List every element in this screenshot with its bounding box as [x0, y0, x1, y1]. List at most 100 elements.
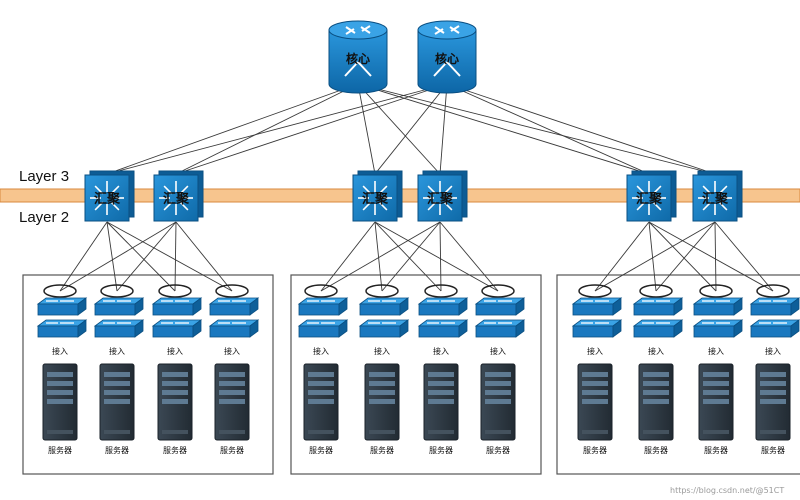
- access-switch-stack: 接入: [358, 284, 410, 356]
- access-label: 接入: [587, 346, 603, 356]
- agg-access-link: [374, 221, 442, 292]
- stack-ring-icon: [304, 284, 338, 298]
- stack-ring-icon: [158, 284, 192, 298]
- agg-access-link: [106, 221, 176, 292]
- agg-access-link: [106, 221, 118, 292]
- agg-access-link: [175, 221, 233, 292]
- stack-ring-icon: [100, 284, 134, 298]
- stack-ring-icon: [424, 284, 458, 298]
- access-switch-stack: 接入: [692, 284, 744, 356]
- core-routers: 核心 核心: [328, 20, 477, 94]
- agg-access-link: [648, 221, 717, 292]
- server: 服务器: [214, 363, 250, 455]
- agg-access-link: [655, 221, 716, 292]
- agg-access-link: [648, 221, 657, 292]
- core-agg-link: [175, 83, 359, 175]
- agg-access-link: [59, 221, 177, 292]
- switch-arrows-icon: [423, 181, 457, 215]
- core-agg-link: [446, 83, 650, 175]
- agg-access-link: [648, 221, 774, 292]
- core-router: 核心: [417, 20, 477, 94]
- agg-access-link: [106, 221, 233, 292]
- access-switches: 接入接入接入接入接入接入接入接入接入接入接入接入: [36, 284, 800, 356]
- layer-3-label: Layer 3: [19, 168, 69, 185]
- access-switch-stack: 接入: [749, 284, 800, 356]
- stack-ring-icon: [578, 284, 612, 298]
- switch-arrows-icon: [90, 181, 124, 215]
- access-label: 接入: [433, 346, 449, 356]
- stack-ring-icon: [43, 284, 77, 298]
- core-agg-link: [357, 83, 716, 175]
- router-arrows-icon: [344, 25, 372, 77]
- server-label: 服务器: [105, 445, 129, 455]
- aggregation-label: 汇聚: [163, 192, 190, 207]
- access-label: 接入: [167, 346, 183, 356]
- switch-arrows-icon: [632, 181, 666, 215]
- access-label: 接入: [765, 346, 781, 356]
- access-switch-stack: 接入: [208, 284, 260, 356]
- server-label: 服务器: [704, 445, 728, 455]
- layer-2-label: Layer 2: [19, 209, 69, 226]
- core-agg-link: [357, 83, 441, 175]
- access-switch-stack: 接入: [93, 284, 145, 356]
- server-label: 服务器: [583, 445, 607, 455]
- agg-access-link: [320, 221, 441, 292]
- stack-ring-icon: [699, 284, 733, 298]
- agg-access-link: [439, 221, 499, 292]
- core-agg-link: [106, 83, 448, 175]
- stack-ring-icon: [215, 284, 249, 298]
- core-agg-link: [357, 83, 650, 175]
- agg-access-link: [439, 221, 442, 292]
- access-label: 接入: [224, 346, 240, 356]
- pod-box-1: [22, 274, 274, 475]
- agg-access-link: [714, 221, 774, 292]
- server-label: 服务器: [486, 445, 510, 455]
- agg-access-link: [59, 221, 108, 292]
- server-label: 服务器: [644, 445, 668, 455]
- server: 服务器: [480, 363, 516, 455]
- server: 服务器: [364, 363, 400, 455]
- access-switch-stack: 接入: [417, 284, 469, 356]
- aggregation-switch: 汇聚: [84, 170, 135, 222]
- access-switch-stack: 接入: [297, 284, 349, 356]
- core-agg-link: [106, 83, 359, 175]
- aggregation-switch: 汇聚: [417, 170, 468, 222]
- pod-box-2: [290, 274, 542, 475]
- agg-access-link: [374, 221, 499, 292]
- access-switch-stack: 接入: [151, 284, 203, 356]
- agg-access-link: [594, 221, 650, 292]
- agg-access-link: [594, 221, 716, 292]
- access-label: 接入: [708, 346, 724, 356]
- server-label: 服务器: [309, 445, 333, 455]
- server-label: 服务器: [48, 445, 72, 455]
- access-label: 接入: [648, 346, 664, 356]
- aggregation-switches: 汇聚汇聚汇聚汇聚汇聚汇聚: [84, 170, 743, 222]
- core-label: 核心: [346, 51, 370, 66]
- aggregation-switch: 汇聚: [352, 170, 403, 222]
- core-router: 核心: [328, 20, 388, 94]
- agg-access-link: [174, 221, 177, 292]
- server-label: 服务器: [220, 445, 244, 455]
- access-label: 接入: [374, 346, 390, 356]
- core-agg-link: [175, 83, 448, 175]
- server-label: 服务器: [429, 445, 453, 455]
- access-label: 接入: [490, 346, 506, 356]
- core-label: 核心: [435, 51, 459, 66]
- server: 服务器: [303, 363, 339, 455]
- agg-access-link: [116, 221, 177, 292]
- access-switch-stack: 接入: [571, 284, 623, 356]
- stack-ring-icon: [639, 284, 673, 298]
- access-label: 接入: [313, 346, 329, 356]
- access-label: 接入: [109, 346, 125, 356]
- stack-ring-icon: [481, 284, 515, 298]
- stack-ring-icon: [756, 284, 790, 298]
- aggregation-label: 汇聚: [427, 192, 454, 207]
- core-agg-link: [439, 83, 448, 175]
- server: 服务器: [423, 363, 459, 455]
- server: 服务器: [157, 363, 193, 455]
- aggregation-label: 汇聚: [636, 192, 663, 207]
- aggregation-switch: 汇聚: [626, 170, 677, 222]
- links-layer: [59, 83, 774, 292]
- server: 服务器: [638, 363, 674, 455]
